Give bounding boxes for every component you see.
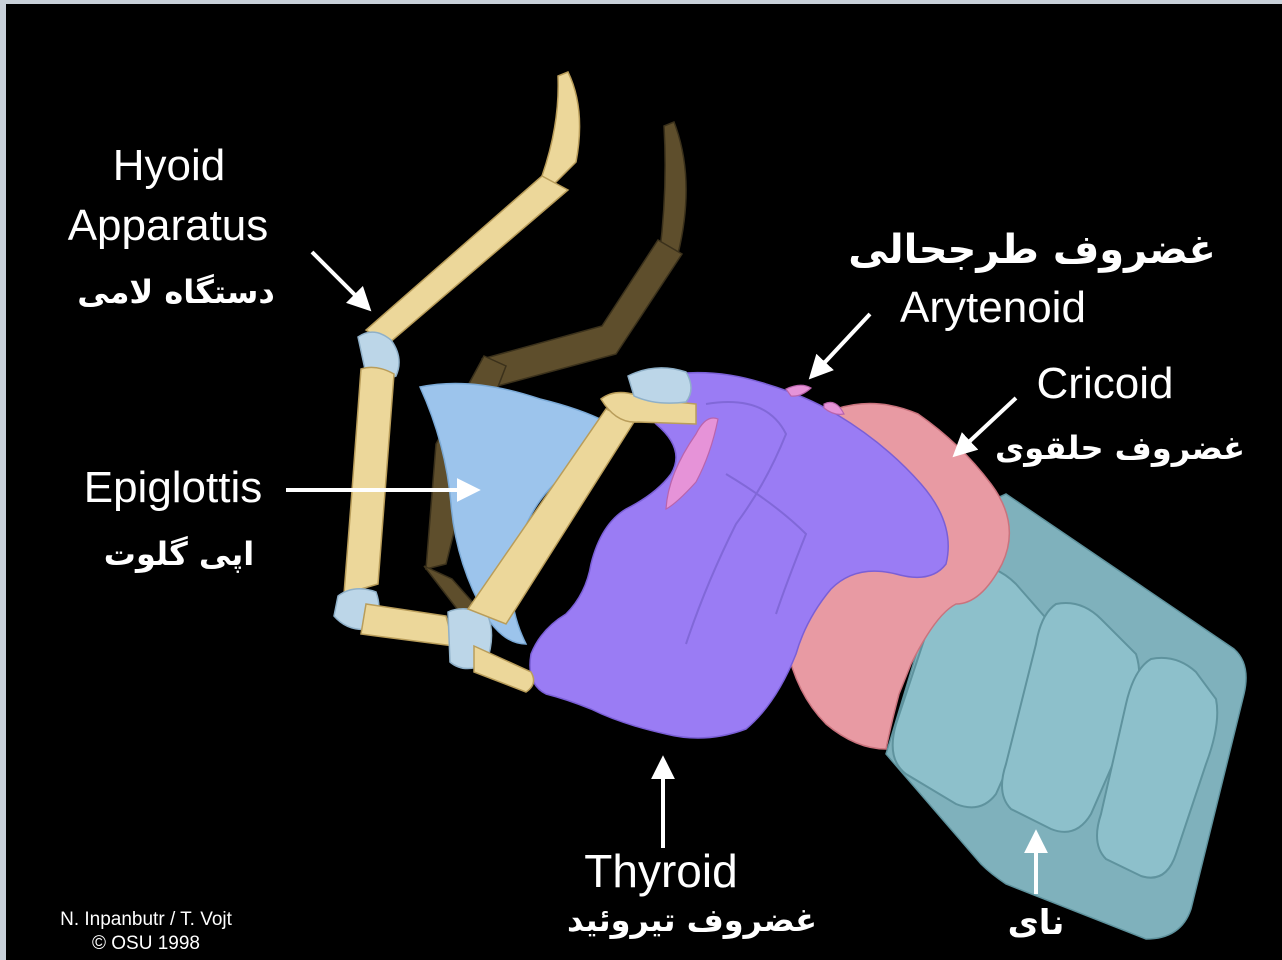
arytenoid-label: Arytenoid xyxy=(886,286,1100,330)
epiglottis-label-persian: اپی گلوت xyxy=(94,538,264,570)
hyoid-label-line2: Apparatus xyxy=(50,204,286,248)
epiglottis-label: Epiglottis xyxy=(68,466,278,510)
hyoid-label-line1: Hyoid xyxy=(104,144,234,188)
arytenoid-label-persian: غضروف طرجحالی xyxy=(832,230,1232,270)
hyoid-pointer xyxy=(312,252,368,308)
thyroid-label: Thyroid xyxy=(571,848,751,894)
trachea-label-persian: نای xyxy=(996,906,1076,940)
credit-line1: N. Inpanbutr / T. Vojt xyxy=(36,910,256,929)
thyroid-label-persian: غضروف تیروئید xyxy=(552,904,832,936)
arytenoid-pointer xyxy=(812,314,870,376)
credit-line2: © OSU 1998 xyxy=(36,934,256,953)
cricoid-label: Cricoid xyxy=(1022,362,1188,406)
diagram-frame: Hyoid Apparatus دستگاه لامی Epiglottis ا… xyxy=(6,4,1282,960)
hyoid-label-persian: دستگاه لامی xyxy=(66,276,286,308)
cricoid-label-persian: غضروف حلقوی xyxy=(988,432,1252,464)
